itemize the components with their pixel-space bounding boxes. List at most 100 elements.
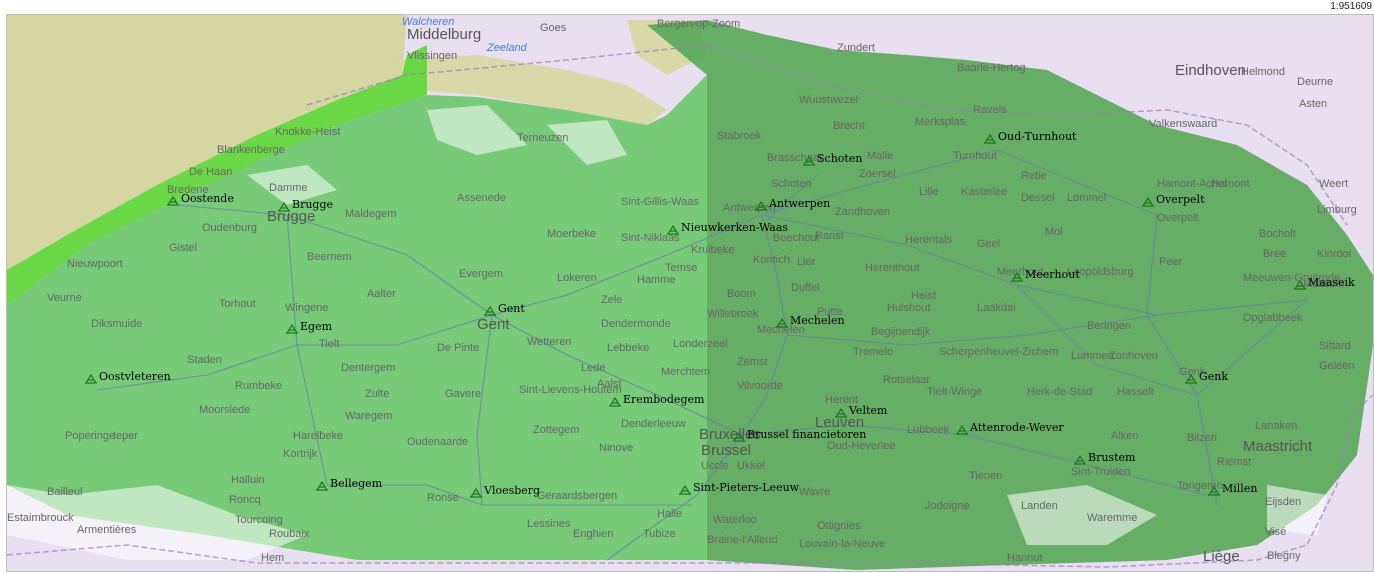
station-mechelen[interactable]: Mechelen: [775, 314, 845, 328]
place-label: Roubaix: [269, 528, 310, 540]
place-label: Limburg: [1317, 204, 1357, 216]
station-label: Mechelen: [790, 314, 845, 327]
place-label: Evergem: [459, 268, 503, 280]
place-label: Opglabbeek: [1243, 312, 1303, 324]
station-sint-pieters-leeuw[interactable]: Sint-Pieters-Leeuw: [678, 481, 800, 495]
transmitter-icon: [469, 487, 483, 498]
place-label: Armentières: [77, 524, 137, 536]
station-genk[interactable]: Genk: [1184, 370, 1228, 384]
place-label: Halluin: [231, 474, 265, 486]
station-maaseik[interactable]: Maaseik: [1293, 276, 1355, 290]
station-label: Veltem: [848, 404, 888, 417]
station-label: Egem: [300, 320, 333, 333]
place-label: Eijsden: [1265, 496, 1301, 508]
transmitter-icon: [955, 424, 969, 435]
station-label: Schoten: [817, 152, 862, 165]
place-label: Lebbeke: [607, 342, 649, 354]
transmitter-icon: [1184, 373, 1198, 384]
place-label: Oudenaarde: [407, 436, 468, 448]
place-label: Aalter: [367, 288, 396, 300]
station-bellegem[interactable]: Bellegem: [315, 477, 383, 491]
place-label: Maldegem: [345, 208, 396, 220]
coverage-east: [647, 20, 1373, 570]
place-label: Herenthout: [865, 262, 919, 274]
map-canvas[interactable]: Walcheren Zeeland MiddelburgVlissingenGo…: [7, 15, 1373, 571]
station-oostvleteren[interactable]: Oostvleteren: [84, 370, 171, 384]
place-label: Rumbeke: [235, 380, 282, 392]
place-label: Bailleul: [47, 486, 82, 498]
place-label: Tielt-Winge: [927, 386, 982, 398]
place-label: Deurne: [1297, 76, 1333, 88]
station-erembodegem[interactable]: Erembodegem: [608, 393, 705, 407]
place-label: Landen: [1021, 500, 1058, 512]
transmitter-icon: [666, 224, 680, 235]
station-brussel-financietoren[interactable]: Brussel financietoren: [732, 428, 866, 442]
station-egem[interactable]: Egem: [285, 320, 333, 334]
station-vloesberg[interactable]: Vloesberg: [469, 484, 540, 498]
station-label: Attenrode-Wever: [969, 421, 1064, 434]
station-meerhout[interactable]: Meerhout: [1010, 268, 1080, 282]
place-label: Wuustwezel: [799, 94, 858, 106]
place-label: Moorslede: [199, 404, 250, 416]
place-label: Ninove: [599, 442, 633, 454]
place-label: Bredene: [167, 184, 209, 196]
place-label: De Haan: [189, 166, 232, 178]
place-label: Harelbeke: [293, 430, 343, 442]
station-schoten[interactable]: Schoten: [802, 152, 862, 166]
place-label: Denderleeuw: [621, 418, 686, 430]
place-label: Jodoigne: [925, 500, 970, 512]
station-millen[interactable]: Millen: [1207, 482, 1257, 496]
place-label: Retie: [1021, 170, 1047, 182]
place-label: Peer: [1159, 256, 1183, 268]
transmitter-icon: [1073, 454, 1087, 465]
place-label: Sint-Truiden: [1071, 466, 1131, 478]
station-label: Genk: [1199, 370, 1228, 383]
station-label: Maaseik: [1308, 276, 1355, 289]
place-label: Oudenburg: [202, 222, 257, 234]
station-gent[interactable]: Gent: [483, 302, 525, 316]
place-label: Damme: [269, 182, 308, 194]
place-label: Sint-Lievens-Houtem: [519, 384, 622, 396]
place-label: Londerzeel: [673, 338, 727, 350]
place-label: Sittard: [1319, 340, 1351, 352]
transmitter-icon: [166, 195, 180, 206]
station-veltem[interactable]: Veltem: [834, 404, 888, 418]
place-label: Overpelt: [1157, 212, 1199, 224]
place-label: Zemst: [737, 356, 768, 368]
place-label: Ukkel: [737, 460, 765, 472]
place-label: Begijnendijk: [871, 326, 931, 338]
place-label: Kasterlee: [961, 186, 1007, 198]
place-label: Visé: [1265, 526, 1286, 538]
transmitter-icon: [608, 396, 622, 407]
station-oostende[interactable]: Oostende: [166, 192, 234, 206]
station-overpelt[interactable]: Overpelt: [1141, 193, 1205, 207]
station-nieuwkerken-waas[interactable]: Nieuwkerken-Waas: [666, 221, 788, 235]
place-label: Enghien: [573, 528, 613, 540]
place-label: Nieuwpoort: [67, 258, 123, 270]
place-label: Tielt: [319, 338, 339, 350]
place-label: Tremelo: [853, 346, 893, 358]
place-label: Veurne: [47, 292, 82, 304]
station-attenrode-wever[interactable]: Attenrode-Wever: [955, 421, 1064, 435]
place-label: Gent: [477, 316, 510, 333]
map-scale: 1:951609: [1330, 1, 1372, 12]
station-oud-turnhout[interactable]: Oud-Turnhout: [983, 130, 1077, 144]
place-label: Lubbeek: [907, 424, 950, 436]
station-brugge[interactable]: Brugge: [277, 198, 333, 212]
station-brustem[interactable]: Brustem: [1073, 451, 1136, 465]
place-label: Lille: [919, 186, 939, 198]
station-label: Brugge: [292, 198, 333, 211]
place-label: Waterloo: [713, 514, 757, 526]
place-label: Lommel: [1067, 192, 1106, 204]
place-label: Geraardsbergen: [537, 490, 617, 502]
place-label: Bocholt: [1259, 228, 1296, 240]
place-label: Brecht: [833, 120, 865, 132]
place-label: Meeuwen-Gruitrode: [1243, 272, 1340, 284]
place-label: Rotselaar: [883, 374, 930, 386]
place-label: Sint-Gillis-Waas: [621, 196, 699, 208]
place-label: Temse: [665, 262, 697, 274]
place-label: Blankenberge: [217, 144, 285, 156]
station-antwerpen[interactable]: Antwerpen: [754, 197, 830, 211]
